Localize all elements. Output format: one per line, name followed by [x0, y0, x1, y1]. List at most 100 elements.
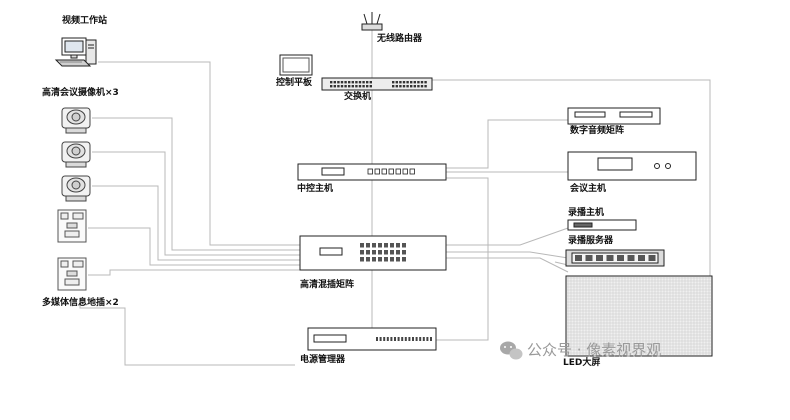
server-bay: [617, 255, 624, 261]
switch-port: [330, 85, 333, 88]
rack-device-icon: [299, 235, 447, 271]
rack-device-icon: [567, 107, 661, 125]
label-control-panel: 控制平板: [276, 78, 313, 88]
server-bay: [627, 255, 635, 261]
server-bay: [575, 255, 582, 261]
label-power-manager: 电源管理器: [300, 355, 346, 365]
line-matrix-recording: [446, 227, 569, 246]
line-matrix-led: [446, 257, 569, 273]
switch-port: [420, 85, 424, 88]
switch-port: [362, 85, 365, 88]
matrix-button: [372, 243, 376, 248]
matrix-button: [390, 257, 394, 262]
switch-port: [344, 85, 347, 88]
matrix-button: [384, 250, 388, 255]
matrix-button: [402, 243, 406, 248]
switch-port: [410, 85, 413, 88]
line-workstation-matrix: [98, 61, 300, 246]
label-wireless-router: 无线路由器: [377, 34, 423, 44]
label-switch: 交换机: [344, 92, 372, 102]
switch-port: [369, 81, 372, 84]
switch-port: [392, 81, 395, 84]
matrix-button: [390, 250, 394, 255]
computer-icon: [54, 37, 97, 67]
switch-port: [333, 85, 336, 88]
label-conference-host: 会议主机: [570, 184, 607, 194]
switch-port: [340, 85, 344, 88]
camera-icon: [61, 175, 91, 202]
power-outlet: [376, 337, 378, 341]
matrix-button: [402, 257, 406, 262]
label-hd-seamless-matrix: 高清混插矩阵: [300, 280, 355, 290]
switch-port: [337, 81, 340, 84]
switch-port: [410, 81, 413, 84]
switch-port: [333, 81, 336, 84]
label-multimedia-floor-box: 多媒体信息地插×2: [42, 298, 119, 308]
control-button: [381, 168, 387, 175]
line-camera2-matrix: [92, 151, 300, 256]
power-outlet: [426, 337, 429, 341]
rack-device-icon: [321, 77, 433, 91]
switch-port: [424, 81, 427, 84]
label-central-control-host: 中控主机: [297, 184, 334, 194]
switch-port: [348, 85, 351, 88]
connection-lines: [79, 30, 711, 366]
rack-device-icon: [567, 151, 697, 181]
control-button: [409, 168, 415, 175]
power-outlet: [422, 337, 425, 341]
led-wall-icon: [565, 275, 713, 357]
line-camera3-matrix: [92, 185, 300, 261]
line-matrix-server: [446, 251, 569, 259]
switch-port: [399, 81, 402, 84]
switch-port: [395, 85, 398, 88]
switch-port: [351, 81, 354, 84]
power-outlet: [412, 337, 414, 341]
label-recording-host: 录播主机: [568, 208, 605, 218]
floor-box-icon: [57, 209, 87, 243]
switch-port: [420, 81, 424, 84]
switch-port: [406, 81, 409, 84]
matrix-button: [378, 257, 382, 262]
matrix-button: [396, 257, 400, 262]
switch-port: [351, 85, 354, 88]
label-recording-server: 录播服务器: [568, 236, 614, 246]
switch-port: [417, 85, 420, 88]
power-outlet: [394, 337, 396, 341]
wechat-icon: [500, 341, 523, 360]
switch-port: [348, 81, 351, 84]
switch-port: [366, 85, 369, 88]
server-bay: [606, 255, 614, 261]
switch-port: [358, 81, 362, 84]
power-outlet: [408, 337, 411, 341]
switch-port: [399, 85, 402, 88]
switch-port: [406, 85, 409, 88]
server-bay: [638, 255, 645, 261]
line-floorbox2-matrix: [88, 269, 300, 276]
router-icon: [361, 12, 383, 31]
power-outlet: [383, 337, 386, 341]
label-led-screen: LED大屏: [563, 358, 601, 368]
label-hd-cameras: 高清会议摄像机×3: [42, 88, 119, 98]
switch-port: [413, 81, 416, 84]
control-button: [374, 168, 380, 175]
switch-port: [413, 85, 416, 88]
matrix-button: [378, 243, 382, 248]
matrix-button: [366, 243, 370, 248]
server-bay: [596, 255, 603, 261]
power-outlet: [397, 337, 400, 341]
rack-device-icon: [307, 327, 437, 351]
server-bay: [585, 255, 593, 261]
power-outlet: [404, 337, 407, 341]
control-button: [402, 168, 408, 175]
rack-device-icon: [297, 163, 447, 181]
switch-port: [392, 85, 395, 88]
switch-port: [402, 81, 406, 84]
matrix-button: [402, 250, 406, 255]
line-switch-right: [432, 79, 711, 282]
matrix-button: [360, 250, 364, 255]
line-camera1-matrix: [92, 117, 300, 251]
matrix-button: [360, 243, 364, 248]
line-central-audio: [445, 119, 568, 169]
switch-port: [355, 85, 358, 88]
